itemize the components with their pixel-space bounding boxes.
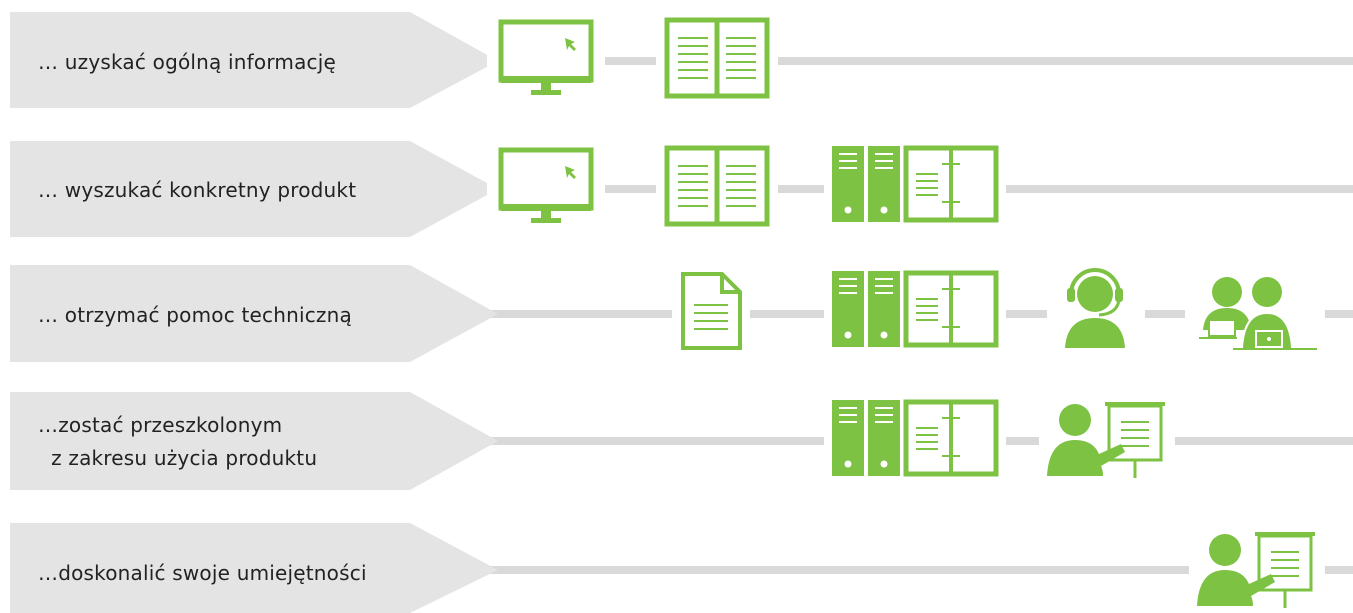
trainer-icon	[1187, 524, 1327, 613]
row-line	[400, 566, 1353, 574]
binders-icon	[824, 146, 1006, 226]
catalog-icon	[656, 18, 778, 102]
row-label-panel	[10, 523, 498, 613]
row-training: …zostać przeszkolonym z zakresu użycia p…	[10, 392, 1353, 490]
row-general-info: … uzyskać ogólną informację	[10, 12, 1353, 108]
row-label-panel	[10, 141, 498, 237]
row-label-panel	[10, 12, 498, 108]
document-icon	[670, 269, 752, 355]
catalog-icon	[656, 146, 778, 230]
monitor-icon	[487, 146, 605, 230]
row-label: … uzyskać ogólną informację	[38, 50, 336, 74]
row-line	[400, 57, 1353, 65]
binders-icon	[824, 271, 1006, 351]
row-label-panel	[10, 392, 498, 490]
row-label: … otrzymać pomoc techniczną	[38, 303, 352, 327]
monitor-icon	[487, 18, 605, 102]
row-skills: …doskonalić swoje umiejętności	[10, 523, 1353, 613]
row-specific-product: … wyszukać konkretny produkt	[10, 141, 1353, 237]
row-label: …doskonalić swoje umiejętności	[38, 561, 367, 585]
consultants-icon	[1184, 267, 1326, 353]
row-label-line-2: z zakresu użycia produktu	[38, 446, 317, 470]
row-label: … wyszukać konkretny produkt	[38, 178, 356, 202]
trainer-icon	[1037, 394, 1177, 484]
row-label-panel	[10, 265, 498, 362]
row-label: …zostać przeszkolonym	[38, 413, 282, 437]
headset-agent-icon	[1045, 266, 1147, 354]
row-tech-support: … otrzymać pomoc techniczną	[10, 265, 1353, 362]
binders-icon	[824, 400, 1006, 480]
